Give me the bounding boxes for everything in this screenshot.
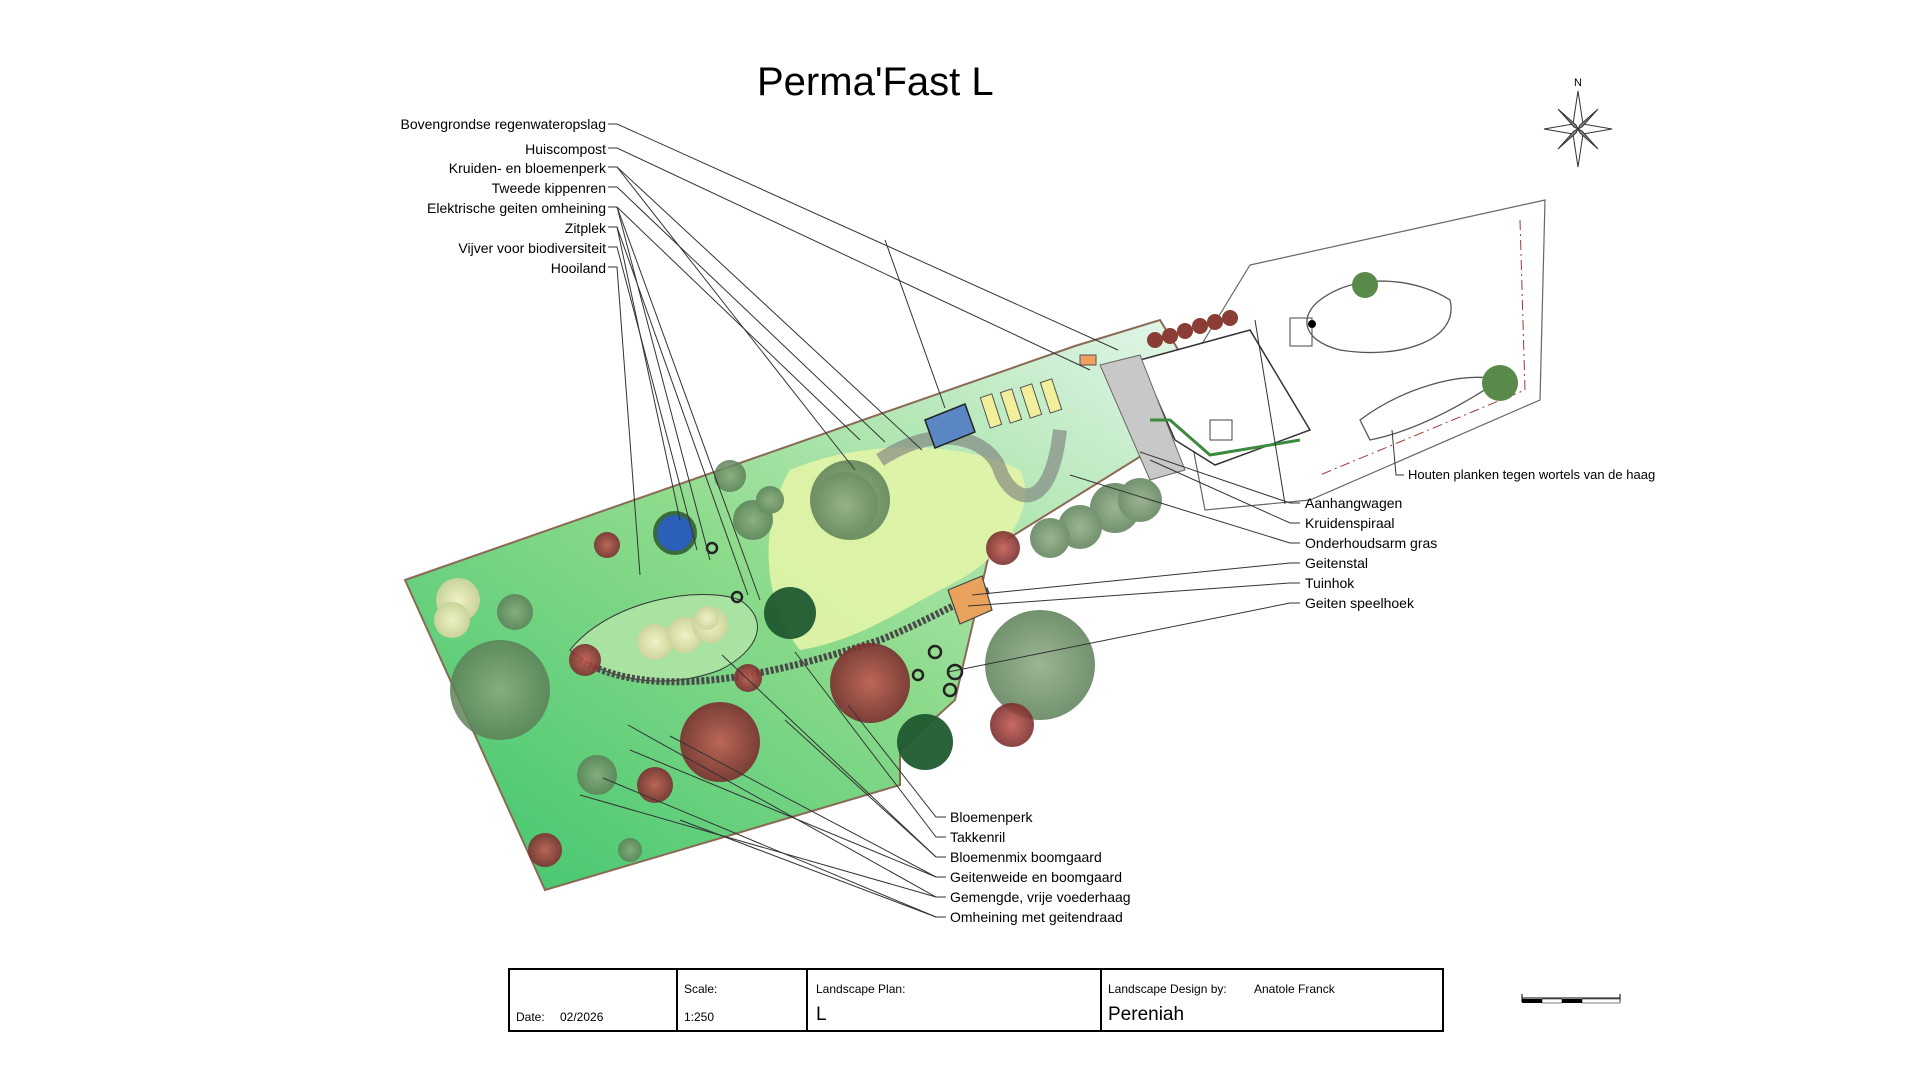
trees-yellow	[434, 578, 728, 660]
date-cell: Date: 02/2026	[510, 970, 678, 1030]
date-value: 02/2026	[560, 1010, 604, 1024]
plan-value: L	[816, 1004, 827, 1025]
label-herb-spiral: Kruidenspiraal	[1305, 515, 1395, 531]
label-flower-bed: Bloemenperk	[950, 809, 1033, 825]
scale-bar-icon	[1521, 994, 1621, 1004]
scale-value: 1:250	[684, 1010, 715, 1024]
date-label: Date:	[516, 1010, 545, 1024]
company-name: Pereniah	[1108, 1004, 1185, 1025]
brush-hedge	[578, 586, 992, 686]
label-herb-bed: Kruiden- en bloemenperk	[448, 160, 606, 176]
pond	[653, 511, 697, 555]
trees-green	[450, 460, 1162, 862]
house-dot	[1308, 320, 1316, 328]
label-lawn: Onderhoudsarm gras	[1305, 535, 1438, 551]
shrub-yard-2	[1482, 365, 1518, 401]
scale-label: Scale:	[684, 982, 718, 996]
plan-title: Perma'Fast L	[757, 60, 994, 104]
label-chicken-run: Tweede kippenren	[491, 180, 606, 196]
designer-name: Anatole Franck	[1254, 982, 1335, 996]
raised-beds	[979, 378, 1063, 429]
label-hayfield: Hooiland	[550, 260, 606, 276]
label-shed: Tuinhok	[1305, 575, 1355, 591]
driveway	[1306, 280, 1452, 354]
label-goat-barn: Geitenstal	[1305, 555, 1369, 571]
designer-label: Landscape Design by:	[1108, 982, 1227, 996]
label-feed-hedge: Gemengde, vrije voederhaag	[950, 889, 1131, 905]
paved-terrace	[1099, 354, 1186, 481]
label-trailer: Aanhangwagen	[1305, 495, 1403, 511]
label-goat-play: Geiten speelhoek	[1305, 595, 1414, 611]
label-compost: Huiscompost	[525, 141, 606, 157]
designer-cell: Landscape Design by: Anatole Franck Pere…	[1102, 970, 1442, 1030]
trees-dark	[764, 587, 953, 770]
plan-label: Landscape Plan:	[816, 982, 906, 996]
trailer-shape	[1079, 354, 1097, 366]
compass-icon: N	[1543, 77, 1613, 168]
label-seating: Zitplek	[564, 220, 606, 236]
plan-cell: Landscape Plan: L	[808, 970, 1102, 1030]
label-goat-wire-fence: Omheining met geitendraad	[950, 909, 1123, 925]
leader-lines	[579, 123, 1404, 918]
rain-storage	[924, 403, 976, 449]
hedge-house	[1147, 310, 1238, 348]
shrub-yard	[1352, 272, 1378, 298]
trees-red	[528, 531, 1034, 867]
label-rain-storage: Bovengrondse regenwateropslag	[400, 116, 606, 132]
label-brush-hedge: Takkenril	[950, 829, 1006, 845]
label-goat-pasture: Geitenweide en boomgaard	[950, 869, 1123, 885]
label-hedge-planks: Houten planken tegen wortels van de haag	[1408, 467, 1656, 482]
label-pond: Vijver voor biodiversiteit	[458, 240, 606, 256]
label-flower-orchard: Bloemenmix boomgaard	[950, 849, 1102, 865]
compass-north-label: N	[1574, 77, 1582, 89]
title-block: Date: 02/2026 Scale: 1:250 Landscape Pla…	[508, 968, 1444, 1032]
label-goat-fence: Elektrische geiten omheining	[427, 200, 606, 216]
goat-barn	[947, 575, 993, 625]
scale-cell: Scale: 1:250	[678, 970, 808, 1030]
green-border	[1150, 418, 1301, 457]
shed-roof	[1209, 419, 1233, 441]
